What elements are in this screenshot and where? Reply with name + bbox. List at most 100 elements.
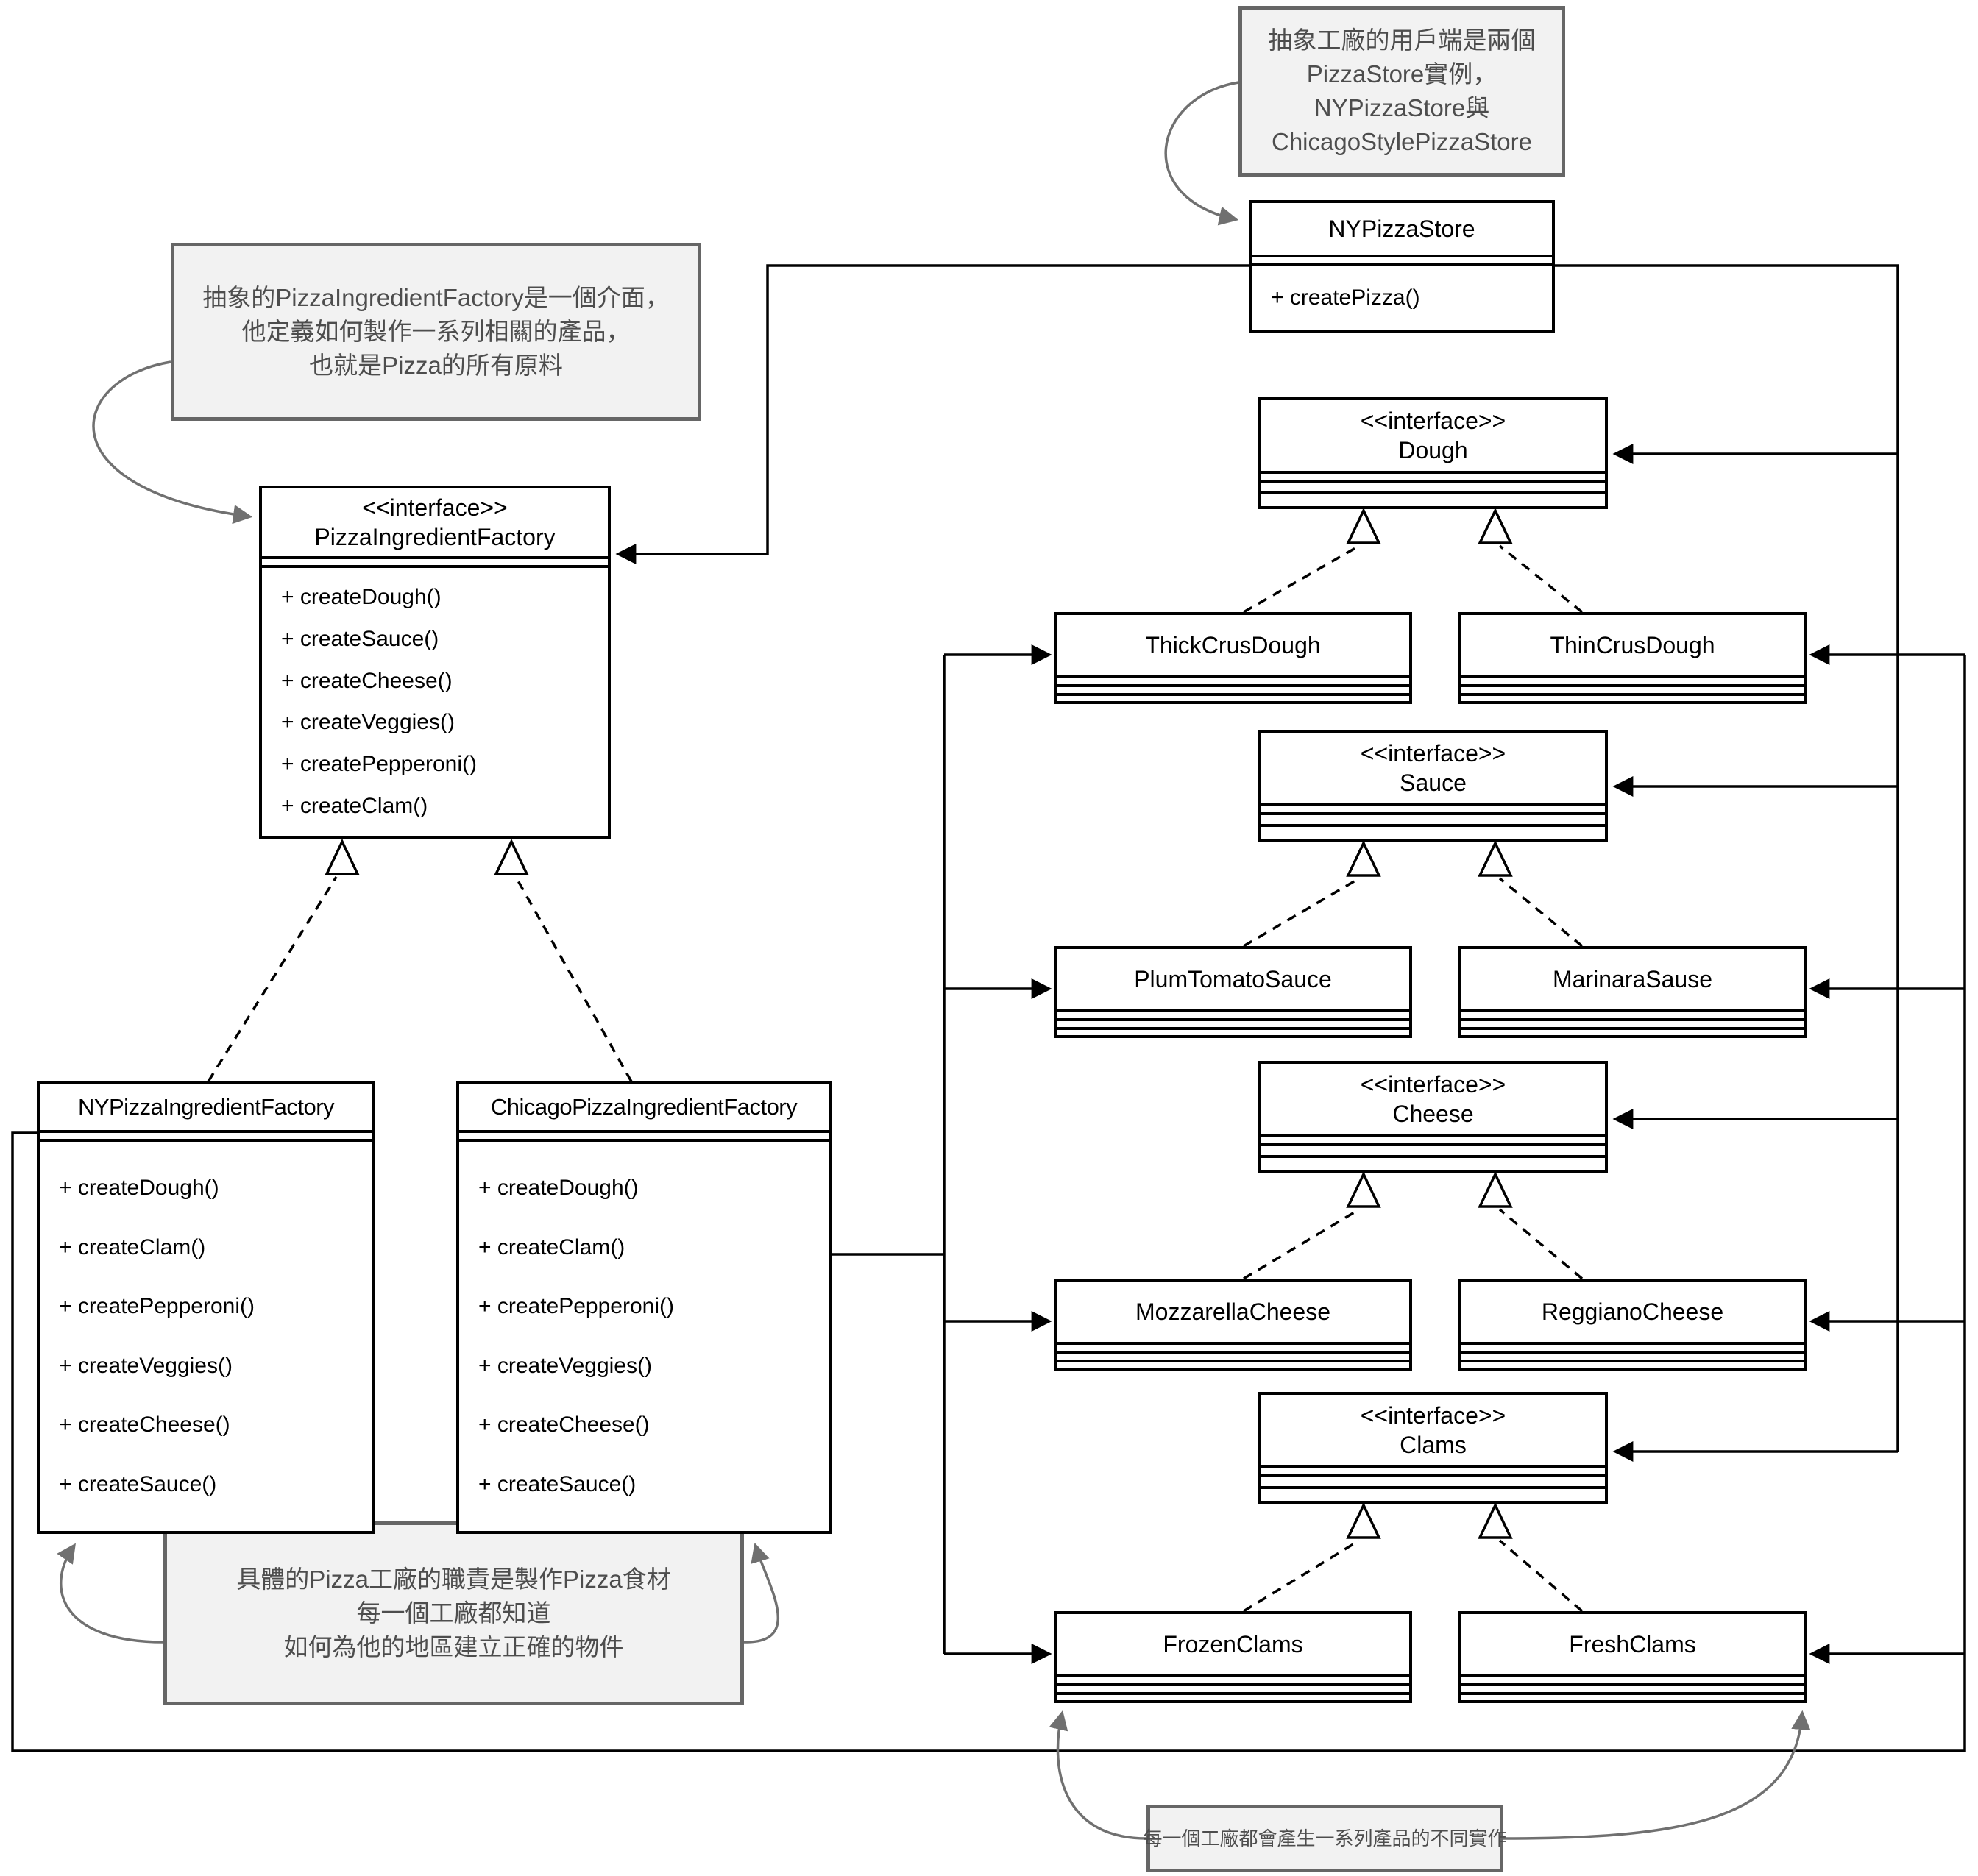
class-title: NYPizzaIngredientFactory — [40, 1084, 372, 1133]
class-title: <<interface>> Clams — [1261, 1395, 1605, 1468]
compartment-divider — [1261, 474, 1605, 483]
class-title: ThickCrusDough — [1057, 615, 1409, 678]
class-name: Clams — [1400, 1432, 1467, 1458]
class-name: Sauce — [1400, 770, 1467, 796]
class-name: PizzaIngredientFactory — [314, 524, 556, 550]
class-thincrusdough: ThinCrusDough — [1458, 612, 1807, 704]
empty-compartment — [1461, 687, 1804, 696]
class-title: <<interface>> Cheese — [1261, 1064, 1605, 1137]
compartment-divider — [1461, 1345, 1804, 1354]
class-title: FreshClams — [1461, 1614, 1804, 1677]
stereotype: <<interface>> — [1360, 740, 1506, 767]
method: + createCheese() — [59, 1413, 230, 1438]
stereotype: <<interface>> — [1360, 1071, 1506, 1098]
empty-compartment — [1261, 815, 1605, 827]
compartment-divider — [1057, 1012, 1409, 1021]
class-title: ChicagoPizzaIngredientFactory — [459, 1084, 829, 1133]
class-title: MozzarellaCheese — [1057, 1282, 1409, 1345]
compartment-divider — [459, 1133, 829, 1142]
class-mozzarellacheese: MozzarellaCheese — [1054, 1279, 1412, 1371]
class-clams-interface: <<interface>> Clams — [1258, 1392, 1608, 1504]
empty-compartment — [1261, 1146, 1605, 1158]
method: + createPepperoni() — [59, 1294, 255, 1319]
compartment-divider — [1461, 1677, 1804, 1686]
stereotype: <<interface>> — [1360, 1402, 1506, 1429]
method: + createClam() — [478, 1234, 625, 1259]
compartment-divider — [1261, 1137, 1605, 1146]
empty-compartment — [1461, 1021, 1804, 1030]
method: + createDough() — [281, 584, 442, 609]
method: + createSauce() — [281, 626, 439, 651]
empty-compartment — [1461, 1686, 1804, 1695]
note-line: 每一個工廠都會產生一系列產品的不同實作 — [1143, 1827, 1507, 1850]
class-pizzaingredientfactory: <<interface>> PizzaIngredientFactory + c… — [259, 486, 611, 839]
class-plumtomatosauce: PlumTomatoSauce — [1054, 946, 1412, 1038]
realization-cheese — [1243, 1170, 1584, 1280]
empty-compartment — [1057, 1021, 1409, 1030]
note-line: NYPizzaStore與 — [1314, 94, 1490, 121]
assoc-nypizzastore-to-ingredientfactory — [615, 264, 1249, 564]
note-connectors — [57, 81, 1811, 1840]
assoc-nyfactory-to-products — [11, 644, 1966, 1752]
class-reggianocheese: ReggianoCheese — [1458, 1279, 1807, 1371]
method: + createPepperoni() — [478, 1294, 674, 1319]
realization-dough — [1243, 507, 1584, 614]
class-name: Dough — [1398, 437, 1468, 463]
method: + createSauce() — [478, 1471, 637, 1496]
method: + createPizza() — [1271, 285, 1420, 310]
note-concrete-factory: 具體的Pizza工廠的職責是製作Pizza食材 每一個工廠都知道 如何為他的地區… — [163, 1521, 744, 1705]
method: + createSauce() — [59, 1471, 217, 1496]
note-line: 抽象工廠的用戶端是兩個 — [1268, 26, 1536, 54]
compartment-divider — [1057, 1345, 1409, 1354]
compartment-divider — [1261, 1468, 1605, 1477]
note-products: 每一個工廠都會產生一系列產品的不同實作 — [1144, 1805, 1507, 1872]
class-marinarasause: MarinaraSause — [1458, 946, 1807, 1038]
class-frozenclams: FrozenClams — [1054, 1611, 1412, 1703]
method: + createCheese() — [478, 1413, 650, 1438]
compartment-divider — [1461, 1012, 1804, 1021]
compartment-divider — [1057, 678, 1409, 687]
class-title: <<interface>> PizzaIngredientFactory — [262, 488, 608, 559]
note-line: 他定義如何製作一系列相關的產品， — [241, 318, 631, 345]
compartment-divider — [1461, 678, 1804, 687]
assoc-nypizzastore-to-interfaces — [1555, 264, 1899, 1462]
note-line: 也就是Pizza的所有原料 — [309, 352, 563, 379]
compartment-divider — [262, 559, 608, 568]
note-line: 每一個工廠都知道 — [356, 1599, 551, 1627]
compartment-divider — [1252, 257, 1552, 266]
note-line: ChicagoStylePizzaStore — [1271, 128, 1532, 155]
method: + createVeggies() — [59, 1353, 233, 1378]
class-name: Cheese — [1392, 1101, 1474, 1127]
note-client: 抽象工廠的用戶端是兩個 PizzaStore實例， NYPizzaStore與 … — [1238, 6, 1565, 177]
method: + createDough() — [478, 1176, 639, 1201]
note-abstract-factory: 抽象的PizzaIngredientFactory是一個介面， 他定義如何製作一… — [171, 243, 701, 421]
class-thickcrusdough: ThickCrusDough — [1054, 612, 1412, 704]
note-line: PizzaStore實例， — [1306, 60, 1497, 88]
class-nypizzaingredientfactory: NYPizzaIngredientFactory + createDough()… — [37, 1081, 375, 1534]
class-cheese-interface: <<interface>> Cheese — [1258, 1061, 1608, 1173]
method: + createClam() — [281, 794, 428, 819]
class-sauce-interface: <<interface>> Sauce — [1258, 730, 1608, 842]
realization-sauce — [1243, 839, 1584, 948]
stereotype: <<interface>> — [362, 494, 508, 521]
method: + createPepperoni() — [281, 752, 477, 777]
class-title: <<interface>> Sauce — [1261, 733, 1605, 806]
realization-factories — [207, 838, 633, 1082]
class-title: ReggianoCheese — [1461, 1282, 1804, 1345]
class-title: MarinaraSause — [1461, 949, 1804, 1012]
method: + createCheese() — [281, 668, 453, 693]
class-dough-interface: <<interface>> Dough — [1258, 397, 1608, 509]
class-title: ThinCrusDough — [1461, 615, 1804, 678]
realization-clams — [1243, 1502, 1584, 1613]
method: + createClam() — [59, 1234, 206, 1259]
compartment-divider — [1261, 806, 1605, 815]
method: + createDough() — [59, 1176, 219, 1201]
empty-compartment — [1057, 1686, 1409, 1695]
class-chicagopizzaingredientfactory: ChicagoPizzaIngredientFactory + createDo… — [456, 1081, 832, 1534]
class-title: <<interface>> Dough — [1261, 400, 1605, 474]
empty-compartment — [1057, 687, 1409, 696]
class-freshclams: FreshClams — [1458, 1611, 1807, 1703]
compartment-divider — [40, 1133, 372, 1142]
empty-compartment — [1261, 483, 1605, 494]
assoc-chicagofactory-to-products — [832, 644, 1052, 1664]
